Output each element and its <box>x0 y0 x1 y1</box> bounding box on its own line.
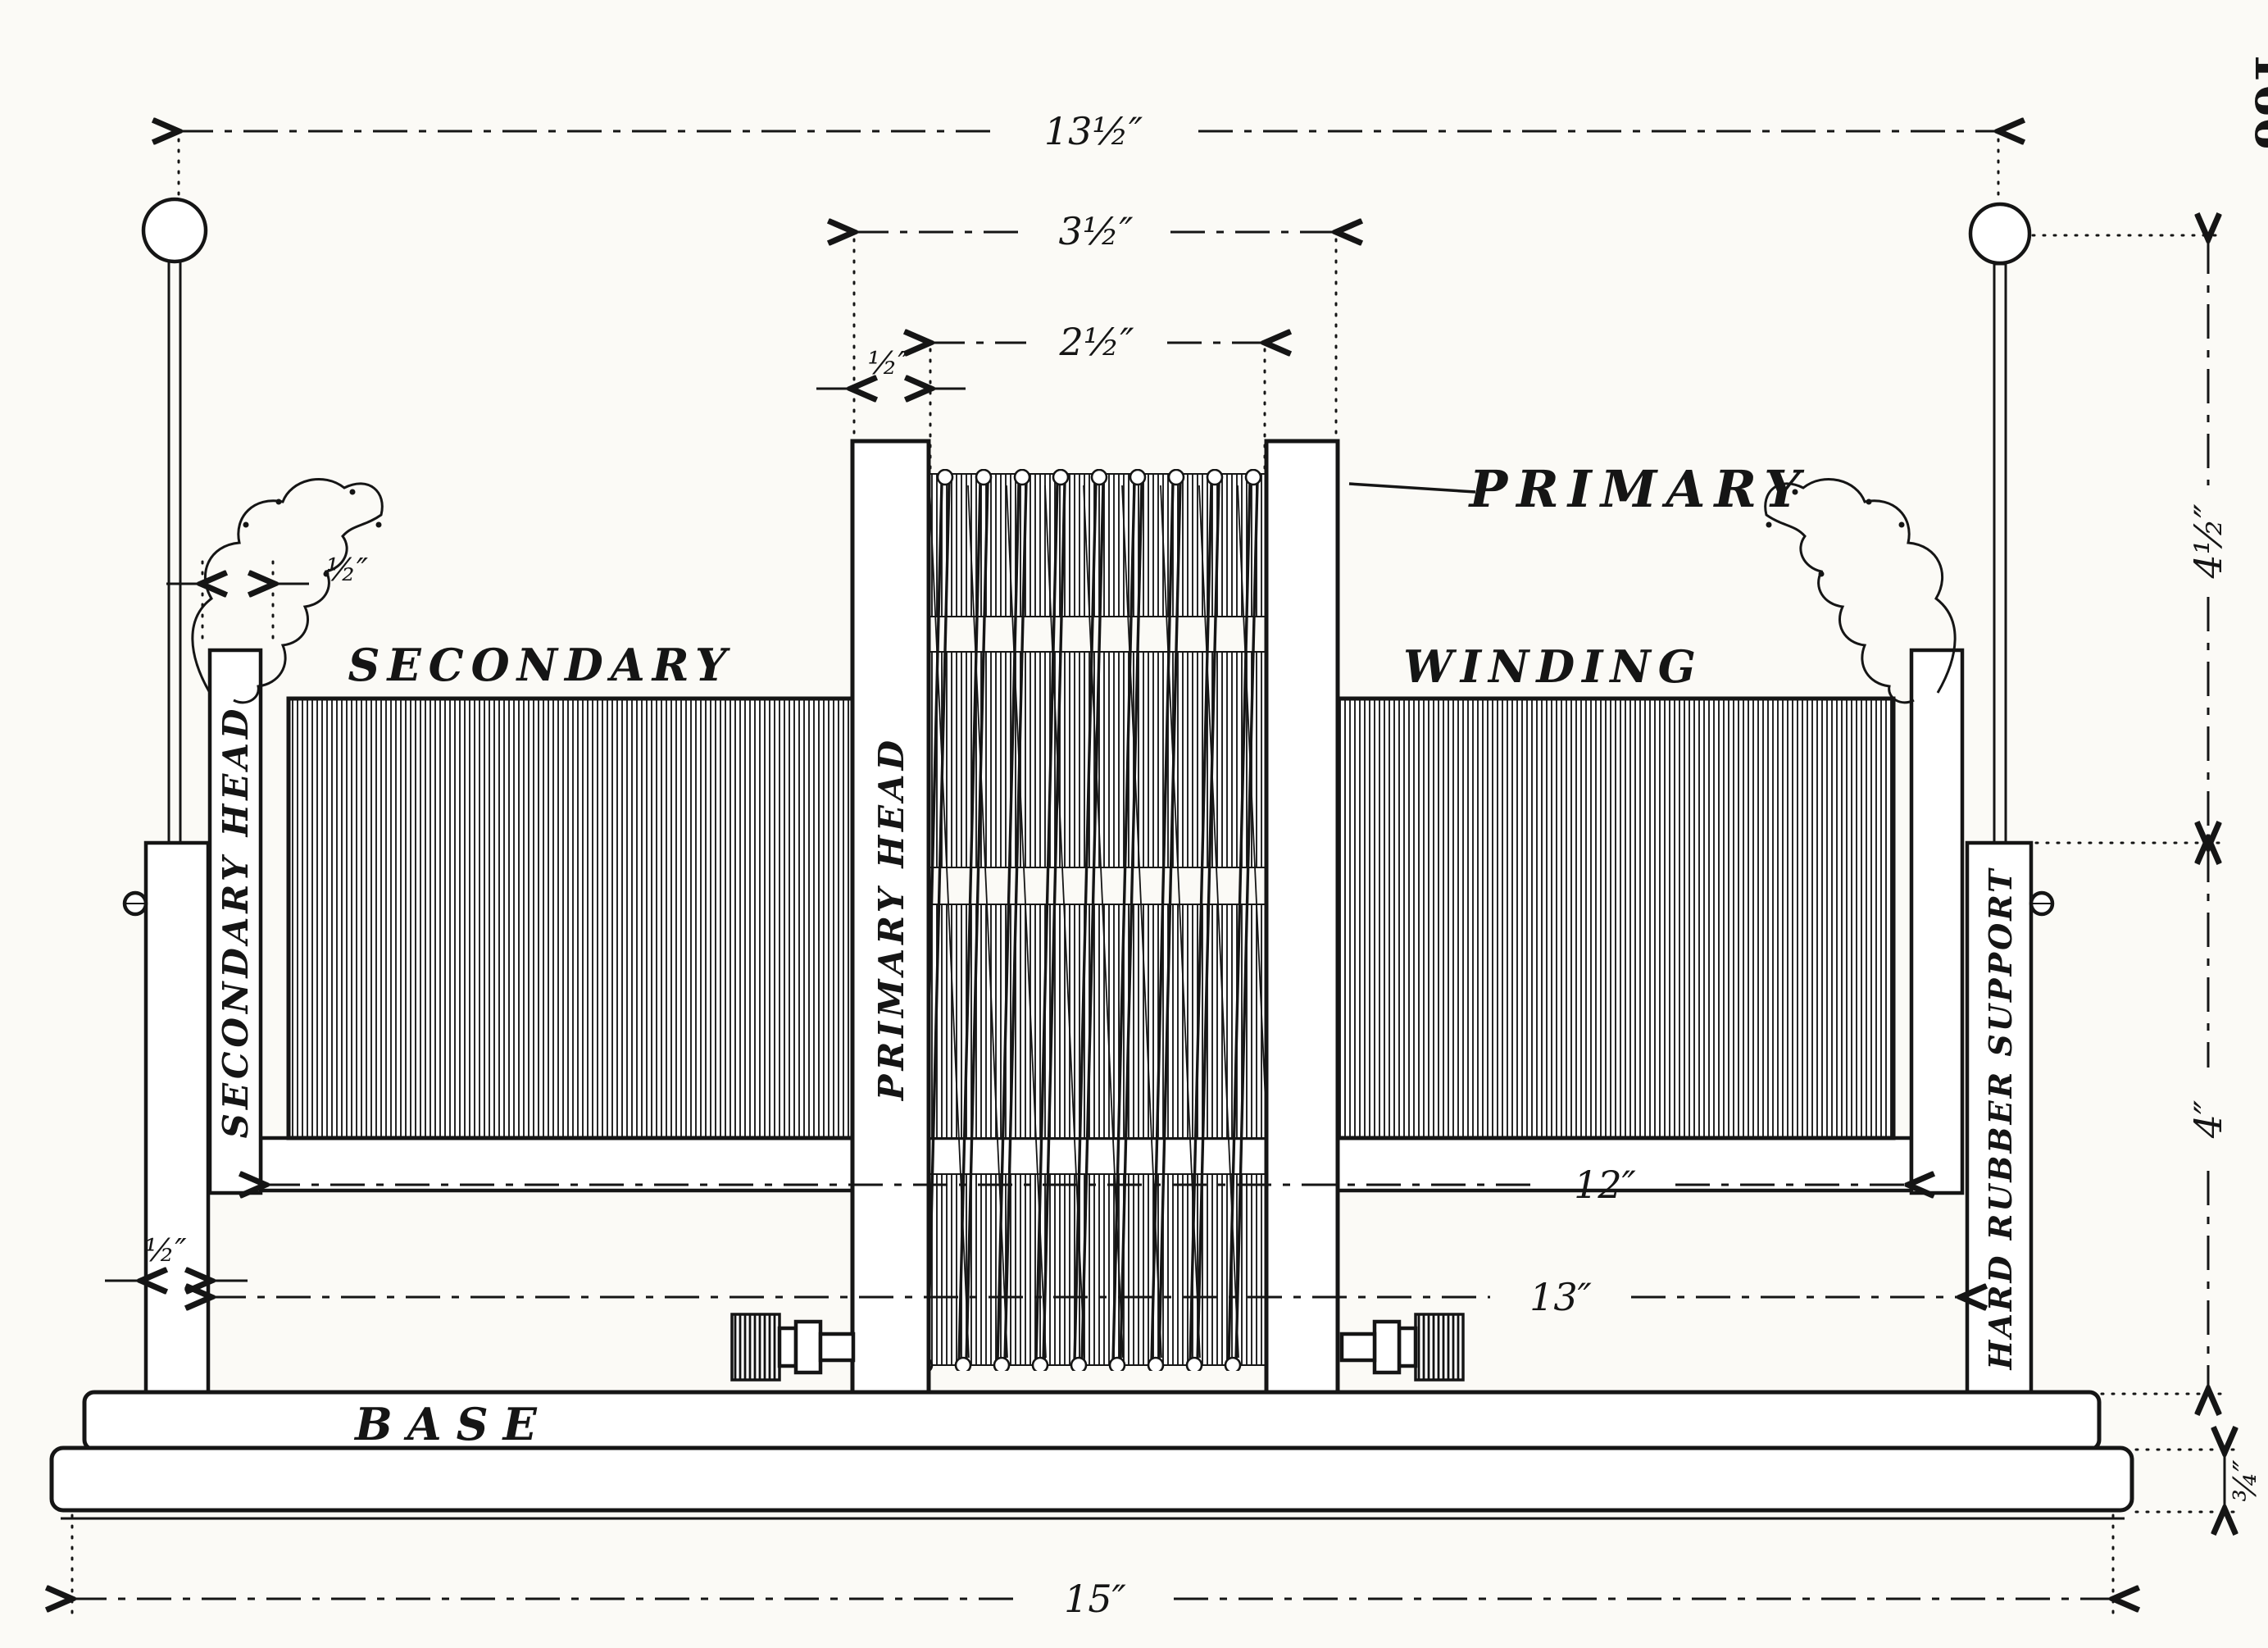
label-secondary-head: SECONDARY HEAD <box>216 705 256 1139</box>
dim-lower-height: 4″ <box>2100 848 2230 1394</box>
label-primary-head: PRIMARY HEAD <box>871 736 911 1101</box>
left-electrode <box>141 197 208 885</box>
dim-base-length: 15″ <box>72 1514 2113 1621</box>
dim-support-thickness: ½″ <box>105 1232 248 1281</box>
label-secondary: SECONDARY <box>348 639 734 691</box>
right-rod <box>1993 262 2007 869</box>
label-primary: PRIMARY <box>1468 459 1810 519</box>
left-discharge-ball <box>141 197 208 264</box>
dim-winding-length: 12″ <box>266 1163 1908 1207</box>
secondary-head-right <box>1909 648 1965 1195</box>
dim-primary-outer-text: 3½″ <box>1058 209 1133 253</box>
dim-base-thickness: ¾″ <box>2134 1450 2263 1512</box>
dim-secondary-head-thickness-text: ½″ <box>326 552 368 588</box>
dim-primary-head-thickness: ½″ <box>816 345 966 389</box>
left-support-post <box>143 840 211 1396</box>
dim-primary-head-thickness-text: ½″ <box>867 345 909 381</box>
secondary-head-left <box>207 648 263 1195</box>
label-primary-group: PRIMARY <box>1348 459 1810 519</box>
right-electrode <box>1968 202 2032 869</box>
dim-base-length-text: 15″ <box>1064 1577 1126 1621</box>
secondary-winding-left <box>286 696 855 1140</box>
dim-secondary-head-thickness: ½″ <box>166 552 368 648</box>
label-base: BASE <box>353 1398 552 1450</box>
page-number: 166 <box>2244 51 2268 150</box>
primary-winding <box>929 469 1266 1371</box>
dim-primary-inner: 2½″ <box>930 320 1265 471</box>
dim-lower-height-text: 4″ <box>2186 1100 2230 1139</box>
label-winding: WINDING <box>1403 640 1703 693</box>
left-binding-post <box>730 1313 856 1382</box>
dim-overall-width-text: 13½″ <box>1044 109 1143 153</box>
primary-head-right <box>1264 439 1340 1396</box>
right-binding-post <box>1339 1313 1465 1382</box>
dim-upper-height-text: 4½″ <box>2186 503 2230 579</box>
label-hard-rubber-support: HARD RUBBER SUPPORT <box>1982 867 2019 1371</box>
right-lead-squiggle <box>1764 477 1957 704</box>
secondary-winding-right <box>1335 696 1896 1140</box>
dim-winding-length-text: 12″ <box>1574 1163 1636 1207</box>
right-discharge-ball <box>1968 202 2032 266</box>
dim-base-thickness-text: ¾″ <box>2227 1459 2263 1501</box>
dim-head-spacing-text: 13″ <box>1529 1275 1592 1319</box>
dim-primary-outer: 3½″ <box>854 209 1336 439</box>
primary-strands <box>929 469 1266 1371</box>
dim-upper-height: 4½″ <box>2031 235 2230 843</box>
primary-head-left <box>850 439 931 1396</box>
base <box>49 1390 2134 1520</box>
dim-support-thickness-text: ½″ <box>144 1232 186 1268</box>
dim-primary-inner-text: 2½″ <box>1058 320 1134 364</box>
dim-head-spacing: 13″ <box>211 1275 1961 1319</box>
left-rod <box>167 259 182 885</box>
left-lead-squiggle <box>191 477 384 704</box>
primary-leader-line <box>1348 482 1476 494</box>
dim-overall-width: 13½″ <box>179 109 1998 203</box>
